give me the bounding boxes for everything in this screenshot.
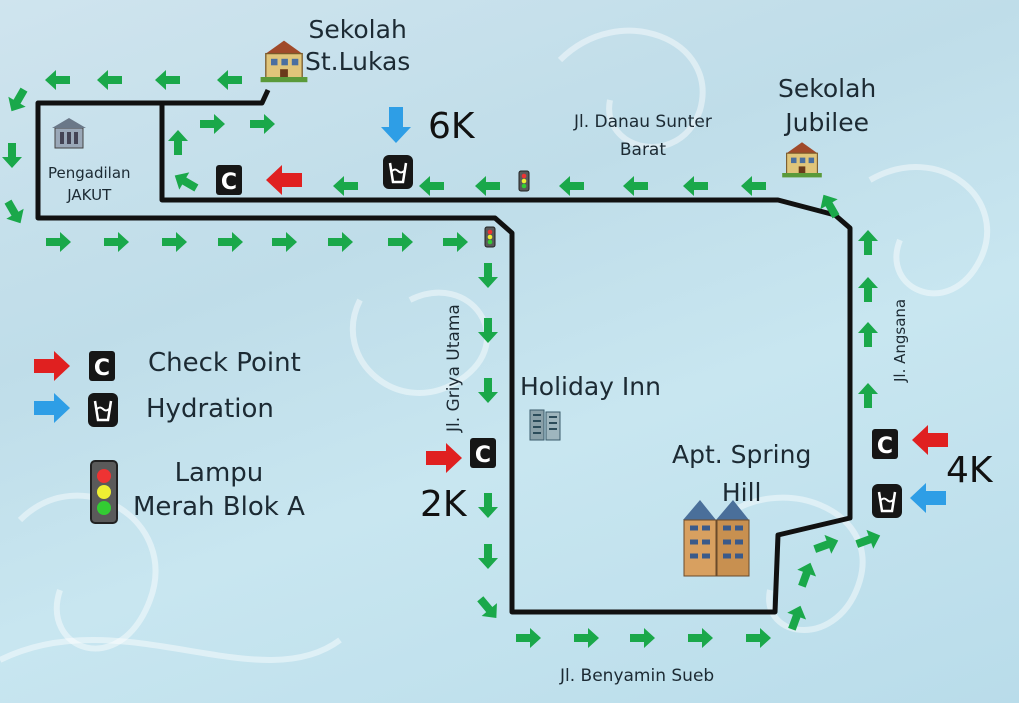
label-line: Apt. Spring (672, 440, 812, 469)
legend-traffic-light-icon (90, 460, 118, 524)
label-line: JAKUT (67, 186, 112, 204)
traffic-light-icon (518, 170, 530, 192)
distance-marker-4k: 4K (946, 450, 993, 491)
label-sekolah-jubilee: Sekolah Jubilee (778, 72, 876, 140)
label-line: St.Lukas (305, 47, 411, 76)
label-line: Lampu (174, 458, 264, 488)
legend-checkpoint-label: Check Point (148, 348, 301, 378)
apartment-building-icon (683, 500, 750, 577)
hydration-pointer-icon (910, 483, 946, 513)
distance-marker-6k: 6K (428, 106, 475, 147)
water-cup-icon (870, 482, 904, 520)
legend-checkpoint-pointer-icon (34, 351, 70, 381)
legend-hydration-pointer-icon (34, 393, 70, 423)
label-jl-benyamin-sueb: Jl. Benyamin Sueb (560, 666, 715, 686)
label-pengadilan-jakut: Pengadilan JAKUT (48, 162, 131, 206)
checkpoint-c-icon (470, 438, 496, 468)
label-line: Barat (619, 140, 667, 160)
label-line: Jl. Danau Sunter (574, 112, 712, 132)
legend-water-cup-icon (86, 391, 120, 429)
checkpoint-c-icon (216, 165, 242, 195)
checkpoint-pointer-icon (426, 443, 462, 473)
label-line: Jubilee (785, 108, 869, 137)
legend-checkpoint-c-icon (89, 351, 115, 381)
hydration-pointer-icon (381, 107, 411, 143)
distance-marker-2k: 2K (420, 484, 467, 525)
background-swirls (0, 27, 990, 663)
label-sekolah-st-lukas: Sekolah St.Lukas (305, 14, 410, 78)
checkpoint-pointer-icon (266, 165, 302, 195)
checkpoint-c-icon (872, 429, 898, 459)
label-jl-angsana: Jl. Angsana (891, 298, 909, 382)
label-line: Sekolah (778, 74, 877, 103)
legend-lampu-merah-label: Lampu Merah Blok A (133, 456, 305, 524)
label-line: Pengadilan (48, 164, 131, 182)
traffic-light-icon (484, 226, 496, 248)
route-line (35, 88, 853, 615)
label-jl-danau-sunter-barat: Jl. Danau Sunter Barat (574, 108, 712, 164)
label-line: Hill (721, 478, 762, 507)
court-building-icon (52, 118, 86, 149)
label-apt-spring-hill: Apt. Spring Hill (672, 436, 811, 512)
hotel-building-icon (529, 409, 561, 441)
label-line: Sekolah (308, 15, 407, 44)
school-building-icon (259, 39, 309, 83)
label-line: Merah Blok A (133, 492, 305, 522)
direction-arrows (0, 70, 884, 648)
label-jl-griya-utama: Jl. Griya Utama (444, 304, 464, 432)
school-building-icon (781, 141, 823, 178)
legend-hydration-label: Hydration (146, 394, 274, 424)
water-cup-icon (381, 153, 415, 191)
checkpoint-pointer-icon (912, 425, 948, 455)
label-holiday-inn: Holiday Inn (520, 372, 661, 401)
